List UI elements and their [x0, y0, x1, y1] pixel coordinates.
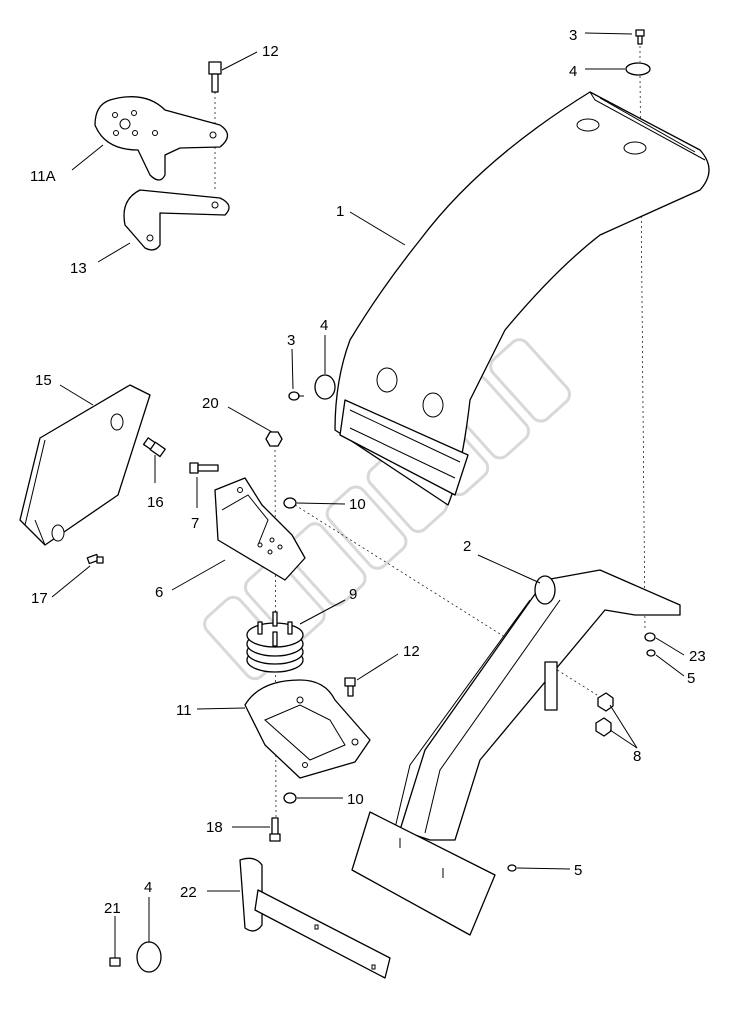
- callout-22: 22: [180, 884, 197, 901]
- nut-part-10-upper: [283, 497, 297, 509]
- bolt-part-12-mid: [344, 677, 356, 697]
- screw-part-17: [86, 553, 104, 565]
- screw-part-3-top: [635, 29, 645, 45]
- panel-part-15: [19, 384, 151, 546]
- callout-12-top: 12: [262, 43, 279, 60]
- callout-10-upper: 10: [349, 496, 366, 513]
- bolt-part-18: [269, 817, 281, 842]
- callout-23: 23: [689, 648, 706, 665]
- nuts-part-8: [595, 692, 614, 737]
- callout-1: 1: [336, 203, 344, 220]
- callout-7: 7: [191, 515, 199, 532]
- nut-part-5-upper: [646, 649, 656, 657]
- cap-part-4-mid: [314, 374, 336, 400]
- screw-part-21: [109, 957, 121, 967]
- callout-4-bottom: 4: [144, 879, 152, 896]
- callout-4-top: 4: [569, 63, 577, 80]
- bolt-part-7: [189, 462, 219, 474]
- callout-5-upper: 5: [687, 670, 695, 687]
- nut-part-10-lower: [283, 792, 297, 804]
- callout-15: 15: [35, 372, 52, 389]
- callout-6: 6: [155, 584, 163, 601]
- mount-part-6: [214, 477, 306, 581]
- callout-12-mid: 12: [403, 643, 420, 660]
- callout-4-mid: 4: [320, 317, 328, 334]
- nut-part-5-lower: [507, 864, 517, 872]
- screw-part-16: [142, 437, 166, 458]
- callout-11a: 11A: [30, 168, 56, 185]
- callout-labels: 12 11A 13 3 4 1 3 4 15 20 16 7 10 2 6 17…: [30, 27, 706, 917]
- callout-9: 9: [349, 586, 357, 603]
- cap-part-4-bottom: [136, 941, 162, 973]
- nut-part-20: [265, 431, 283, 447]
- fender-part-1: [334, 91, 710, 506]
- callout-17: 17: [31, 590, 48, 607]
- cap-part-4-top: [625, 62, 651, 76]
- callout-18: 18: [206, 819, 223, 836]
- washer-part-23: [644, 632, 656, 642]
- screw-part-3-mid: [288, 391, 304, 401]
- callout-16: 16: [147, 494, 164, 511]
- callout-11: 11: [176, 702, 192, 719]
- callout-2: 2: [463, 538, 471, 555]
- mounting-plate: [351, 811, 496, 936]
- callout-10-lower: 10: [347, 791, 364, 808]
- callout-3-top: 3: [569, 27, 577, 44]
- callout-3-mid: 3: [287, 332, 295, 349]
- bracket-part-11a: [94, 96, 229, 181]
- bolt-part-12-top: [208, 61, 222, 93]
- callout-8: 8: [633, 748, 641, 765]
- fender-bracket-part-2: [394, 569, 681, 841]
- leader-lines: [51, 32, 685, 958]
- t-bar-part-22: [239, 857, 391, 979]
- callout-13: 13: [70, 260, 87, 277]
- bracket-part-13: [123, 189, 230, 251]
- callout-20: 20: [202, 395, 219, 412]
- callout-21: 21: [104, 900, 121, 917]
- base-plate-part-11: [244, 679, 371, 779]
- rubber-mount-part-9: [246, 611, 304, 673]
- callout-5-lower: 5: [574, 862, 582, 879]
